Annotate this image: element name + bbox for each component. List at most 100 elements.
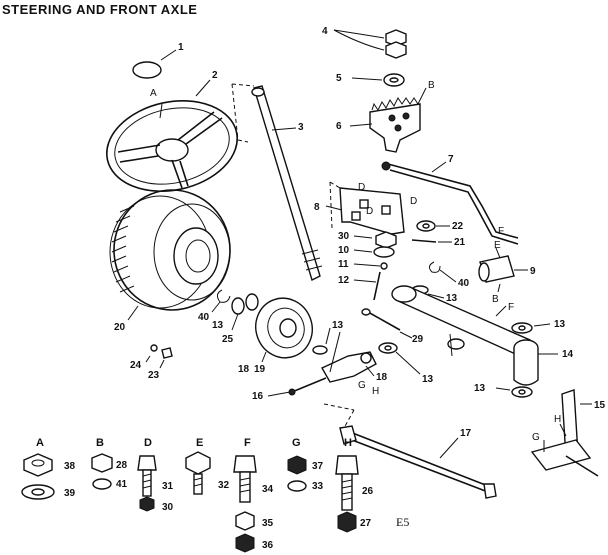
part-axle-beam — [391, 285, 558, 386]
nut-icon — [23, 453, 53, 477]
callout-23: 23 — [148, 370, 160, 381]
part-washer-13c — [495, 386, 533, 398]
part-steering-bracket — [325, 181, 405, 235]
legend-item-36: 36 — [262, 540, 274, 551]
callout-13e: 13 — [332, 320, 344, 331]
legend-letter-G: G — [292, 437, 301, 449]
bolt-icon — [335, 455, 359, 475]
part-front-tire — [109, 189, 231, 321]
callout-5: 5 — [336, 73, 342, 84]
part-clip-40-left — [211, 289, 231, 313]
legend-item-30: 30 — [162, 502, 174, 513]
part-steering-sector — [349, 87, 427, 153]
part-washer-22 — [416, 220, 450, 232]
nut-icon — [139, 496, 155, 512]
callout-24: 24 — [130, 360, 142, 371]
legend-item-26: 26 — [362, 486, 374, 497]
part-bolt-16 — [267, 377, 327, 397]
washer-icon — [92, 478, 112, 490]
letter-A: A — [150, 88, 157, 99]
part-steering-cap — [132, 49, 177, 79]
bolt-icon — [137, 455, 157, 471]
legend-item-33: 33 — [312, 481, 324, 492]
legend-item-37: 37 — [312, 461, 324, 472]
legend-item-28: 28 — [116, 460, 128, 471]
nut-icon — [91, 453, 113, 473]
letter-G1: G — [358, 380, 366, 391]
callout-19: 19 — [254, 364, 266, 375]
legend-item-32: 32 — [218, 480, 230, 491]
callout-4: 4 — [322, 26, 328, 37]
letter-F1: F — [508, 302, 514, 313]
legend-letter-F: F — [244, 437, 251, 449]
part-grease-fitting — [145, 344, 173, 369]
legend-letter-E: E — [196, 437, 203, 449]
letter-G2: G — [532, 432, 540, 443]
callout-1: 1 — [178, 42, 184, 53]
letter-D1: D — [358, 182, 365, 193]
callout-13d: 13 — [422, 374, 434, 385]
hardware-legend: A 38 39 B 28 41 D 31 30 E 32 F 34 35 — [21, 437, 374, 553]
part-lock-nuts — [333, 29, 407, 59]
letter-D2: D — [366, 206, 373, 217]
part-clip-40-right — [428, 261, 457, 283]
letter-B2: B — [492, 294, 499, 305]
callout-16: 16 — [252, 391, 264, 402]
nut-icon — [235, 533, 255, 553]
callout-8: 8 — [314, 202, 320, 213]
part-wheel-hub — [255, 297, 313, 363]
callout-30: 30 — [338, 231, 350, 242]
legend-letter-D: D — [144, 437, 152, 449]
part-pin-21 — [411, 239, 452, 243]
letter-F2: F — [498, 226, 504, 237]
callout-15: 15 — [594, 400, 606, 411]
callout-40b: 40 — [458, 278, 470, 289]
callout-22: 22 — [452, 221, 464, 232]
castle-nut-icon — [337, 511, 357, 533]
part-washer-5 — [351, 73, 405, 87]
callout-17: 17 — [460, 428, 472, 439]
part-steering-wheel — [105, 79, 239, 192]
part-washer-13b — [511, 322, 551, 334]
callout-12: 12 — [338, 275, 350, 286]
letter-E: E — [494, 240, 501, 251]
callout-13b: 13 — [554, 319, 566, 330]
callout-7: 7 — [448, 154, 454, 165]
part-drag-link — [381, 161, 519, 245]
legend-item-31: 31 — [162, 481, 174, 492]
callout-21: 21 — [454, 237, 466, 248]
callout-6: 6 — [336, 121, 342, 132]
bolt-icon — [185, 451, 211, 475]
callout-20: 20 — [114, 322, 126, 333]
diagram-code: E5 — [396, 515, 409, 529]
callout-2: 2 — [212, 70, 218, 81]
part-clamp-9 — [478, 247, 528, 293]
callout-18b: 18 — [238, 364, 250, 375]
callout-25: 25 — [222, 334, 234, 345]
nut-icon — [235, 511, 255, 531]
part-tie-rod — [323, 403, 497, 499]
callout-13a: 13 — [446, 293, 458, 304]
letter-H1: H — [372, 386, 379, 397]
callout-18a: 18 — [376, 372, 388, 383]
part-spindle-stack — [353, 231, 397, 301]
part-washer-13e — [312, 327, 331, 355]
legend-item-39: 39 — [64, 488, 76, 499]
part-steering-shaft — [231, 83, 323, 281]
legend-item-41: 41 — [116, 479, 128, 490]
bolt-icon — [233, 455, 257, 473]
legend-letter-A: A — [36, 437, 44, 449]
legend-item-38: 38 — [64, 461, 76, 472]
part-spindle-right — [530, 389, 599, 477]
nut-icon — [287, 455, 307, 475]
callout-13c: 13 — [474, 383, 486, 394]
part-washer-25 — [231, 293, 259, 331]
callout-14: 14 — [562, 349, 574, 360]
legend-item-34: 34 — [262, 484, 274, 495]
callout-13f: 13 — [212, 320, 224, 331]
part-washer-13d — [378, 342, 421, 375]
callout-40a: 40 — [198, 312, 210, 323]
legend-letter-H: H — [344, 437, 352, 449]
legend-item-27: 27 — [360, 518, 372, 529]
washer-icon — [287, 480, 307, 492]
